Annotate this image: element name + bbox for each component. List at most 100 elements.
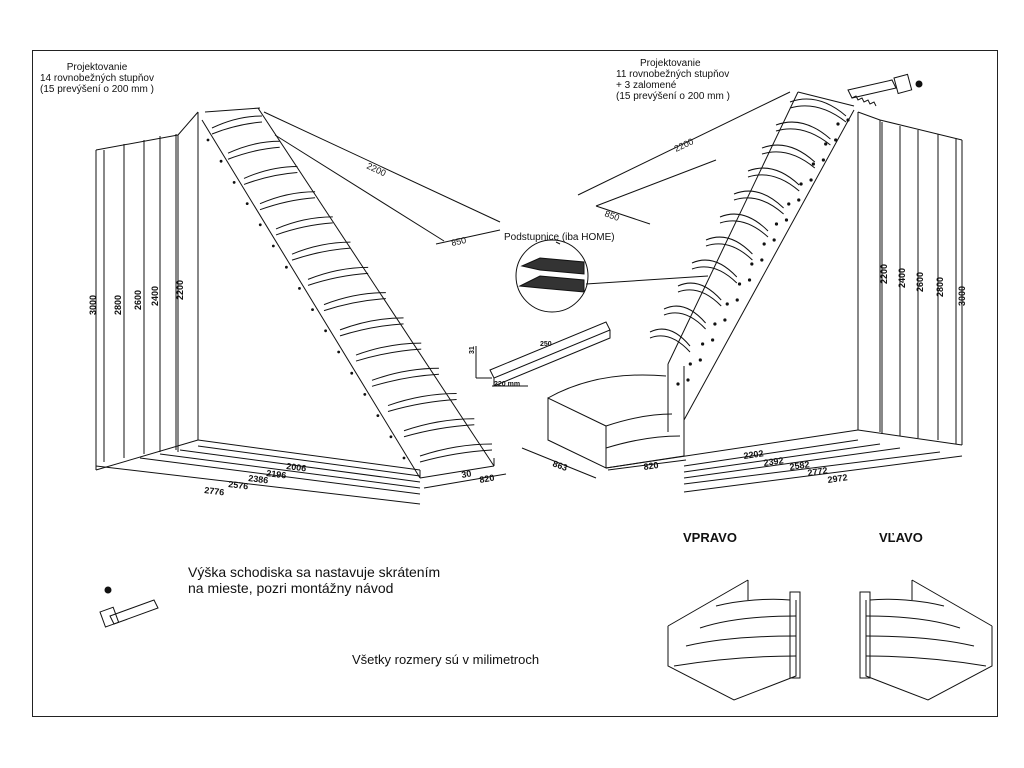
bolt-dot	[686, 378, 690, 382]
stair-tread-edge	[775, 128, 831, 146]
stair-tread	[371, 367, 439, 381]
stair-tread-edge	[649, 335, 691, 353]
bolt-dot	[688, 362, 692, 366]
right-height-3000: 3000	[957, 286, 967, 306]
bolt-dot	[298, 287, 301, 290]
right-height-2200: 2200	[879, 264, 889, 284]
right-height-2600: 2600	[915, 272, 925, 292]
stair-tread	[307, 266, 369, 280]
bolt-dot	[846, 118, 850, 122]
bolt-dot	[402, 456, 406, 460]
stair-tread-edge	[259, 197, 316, 211]
note-line: Výška schodiska sa nastavuje skrátením	[188, 564, 441, 580]
stair-tread-edge	[307, 272, 369, 286]
left-height-dims: 3000 2800 2600 2400 2200	[88, 134, 185, 462]
saw-icon	[99, 586, 159, 628]
right-height-2400: 2400	[897, 268, 907, 288]
stair-tread-edge	[747, 174, 800, 192]
right-height-2800: 2800	[935, 277, 945, 297]
bolt-dot	[698, 358, 702, 362]
left-width-dim: 820	[479, 473, 496, 485]
left-stair: 2200 850 3000 2800 2600 2400 2200 2006 2…	[88, 107, 507, 505]
bolt-dot	[836, 122, 840, 126]
stair-tread	[339, 317, 404, 331]
stair-tread-edge	[761, 151, 816, 169]
right-height-dims: 2200 2400 2600 2800 3000	[879, 122, 967, 444]
stair-tread	[761, 144, 816, 163]
tread-thickness-dim: 31	[469, 346, 476, 354]
stair-tread-edge	[705, 243, 753, 261]
bolt-dot	[772, 238, 776, 242]
bolt-dot	[701, 342, 705, 346]
stair-tread-edge	[323, 298, 386, 312]
saw-icon	[847, 73, 923, 107]
stair-tread	[747, 167, 800, 186]
bolt-dot	[760, 258, 764, 262]
stair-tread	[733, 190, 784, 209]
left-base-2196: 2196	[266, 468, 287, 480]
left-header: Projektovanie 14 rovnobežných stupňov (1…	[40, 62, 154, 95]
right-header: Projektovanie 11 rovnobežných stupňov + …	[616, 58, 730, 102]
left-base-dims: 2006 2196 2386 2576 2776 30 820	[95, 445, 507, 505]
right-base-2392: 2392	[763, 455, 784, 468]
stair-tread	[291, 241, 351, 255]
stair-tread-edge	[211, 121, 263, 135]
stair-tread	[649, 328, 691, 347]
stair-tread	[323, 292, 386, 306]
bolt-dot	[821, 158, 825, 162]
left-height-2800: 2800	[113, 295, 123, 315]
stair-tread-edge	[419, 449, 493, 463]
bolt-dot	[723, 318, 727, 322]
left-stringer-bolts	[206, 138, 406, 460]
variant-right-label: VPRAVO	[683, 530, 737, 545]
left-depth-dim: 850	[450, 235, 467, 248]
stair-tread	[789, 98, 847, 117]
bolt-dot	[311, 308, 314, 311]
bolt-dot	[271, 244, 275, 248]
right-base-dims: 2202 2392 2582 2772 2972 863 820	[521, 439, 963, 493]
bolt-dot	[232, 181, 236, 184]
units-note: Všetky rozmery sú v milimetroch	[352, 652, 540, 667]
right-header-line: Projektovanie	[640, 58, 701, 69]
bolt-dot	[725, 302, 729, 306]
bolt-dot	[824, 142, 828, 146]
left-length-dim: 2200	[365, 161, 387, 179]
bolt-dot	[797, 198, 801, 202]
stair-tread-edge	[227, 146, 280, 160]
bolt-dot	[774, 222, 779, 226]
stair-tread-edge	[243, 171, 298, 185]
stair-tread	[775, 121, 831, 140]
stair-tread	[419, 443, 493, 457]
height-adjust-note: Výška schodiska sa nastavuje skrátením n…	[188, 564, 440, 596]
left-treads	[211, 115, 493, 463]
stair-tread-edge	[677, 289, 722, 307]
right-length-dim: 2200	[673, 136, 695, 154]
tread-width-dim: 220 mm	[494, 381, 520, 388]
bolt-dot	[258, 223, 262, 227]
right-base-2772: 2772	[807, 465, 828, 478]
bolt-dot	[337, 350, 341, 354]
bolt-dot	[376, 414, 380, 417]
bolt-dot	[834, 138, 838, 142]
bolt-dot	[676, 382, 680, 386]
right-depth-dim: 850	[603, 208, 621, 223]
right-base-2582: 2582	[789, 459, 810, 472]
left-header-line: 14 rovnobežných stupňov	[40, 73, 154, 84]
note-line: na mieste, pozri montážny návod	[188, 580, 394, 596]
stair-tread-edge	[403, 424, 475, 438]
bolt-dot	[787, 202, 791, 206]
stair-tread	[677, 282, 722, 301]
bolt-dot	[750, 262, 754, 266]
right-header-line: (15 prevýšení o 200 mm )	[616, 91, 730, 102]
right-base-2202: 2202	[743, 448, 764, 461]
bolt-dot	[219, 159, 223, 163]
stair-tread-edge	[733, 197, 784, 215]
variant-left-label: VĽAVO	[879, 530, 923, 545]
bolt-dot	[324, 329, 327, 333]
stair-tread	[259, 191, 316, 205]
left-offset-dim: 30	[461, 468, 473, 480]
bolt-dot	[811, 162, 815, 166]
right-stair: 2200 850 2200 2400 2600 2800 3000 2202 2…	[521, 91, 967, 493]
tread-depth-dim: 250	[540, 341, 552, 348]
right-header-line: 11 rovnobežných stupňov	[616, 69, 730, 80]
